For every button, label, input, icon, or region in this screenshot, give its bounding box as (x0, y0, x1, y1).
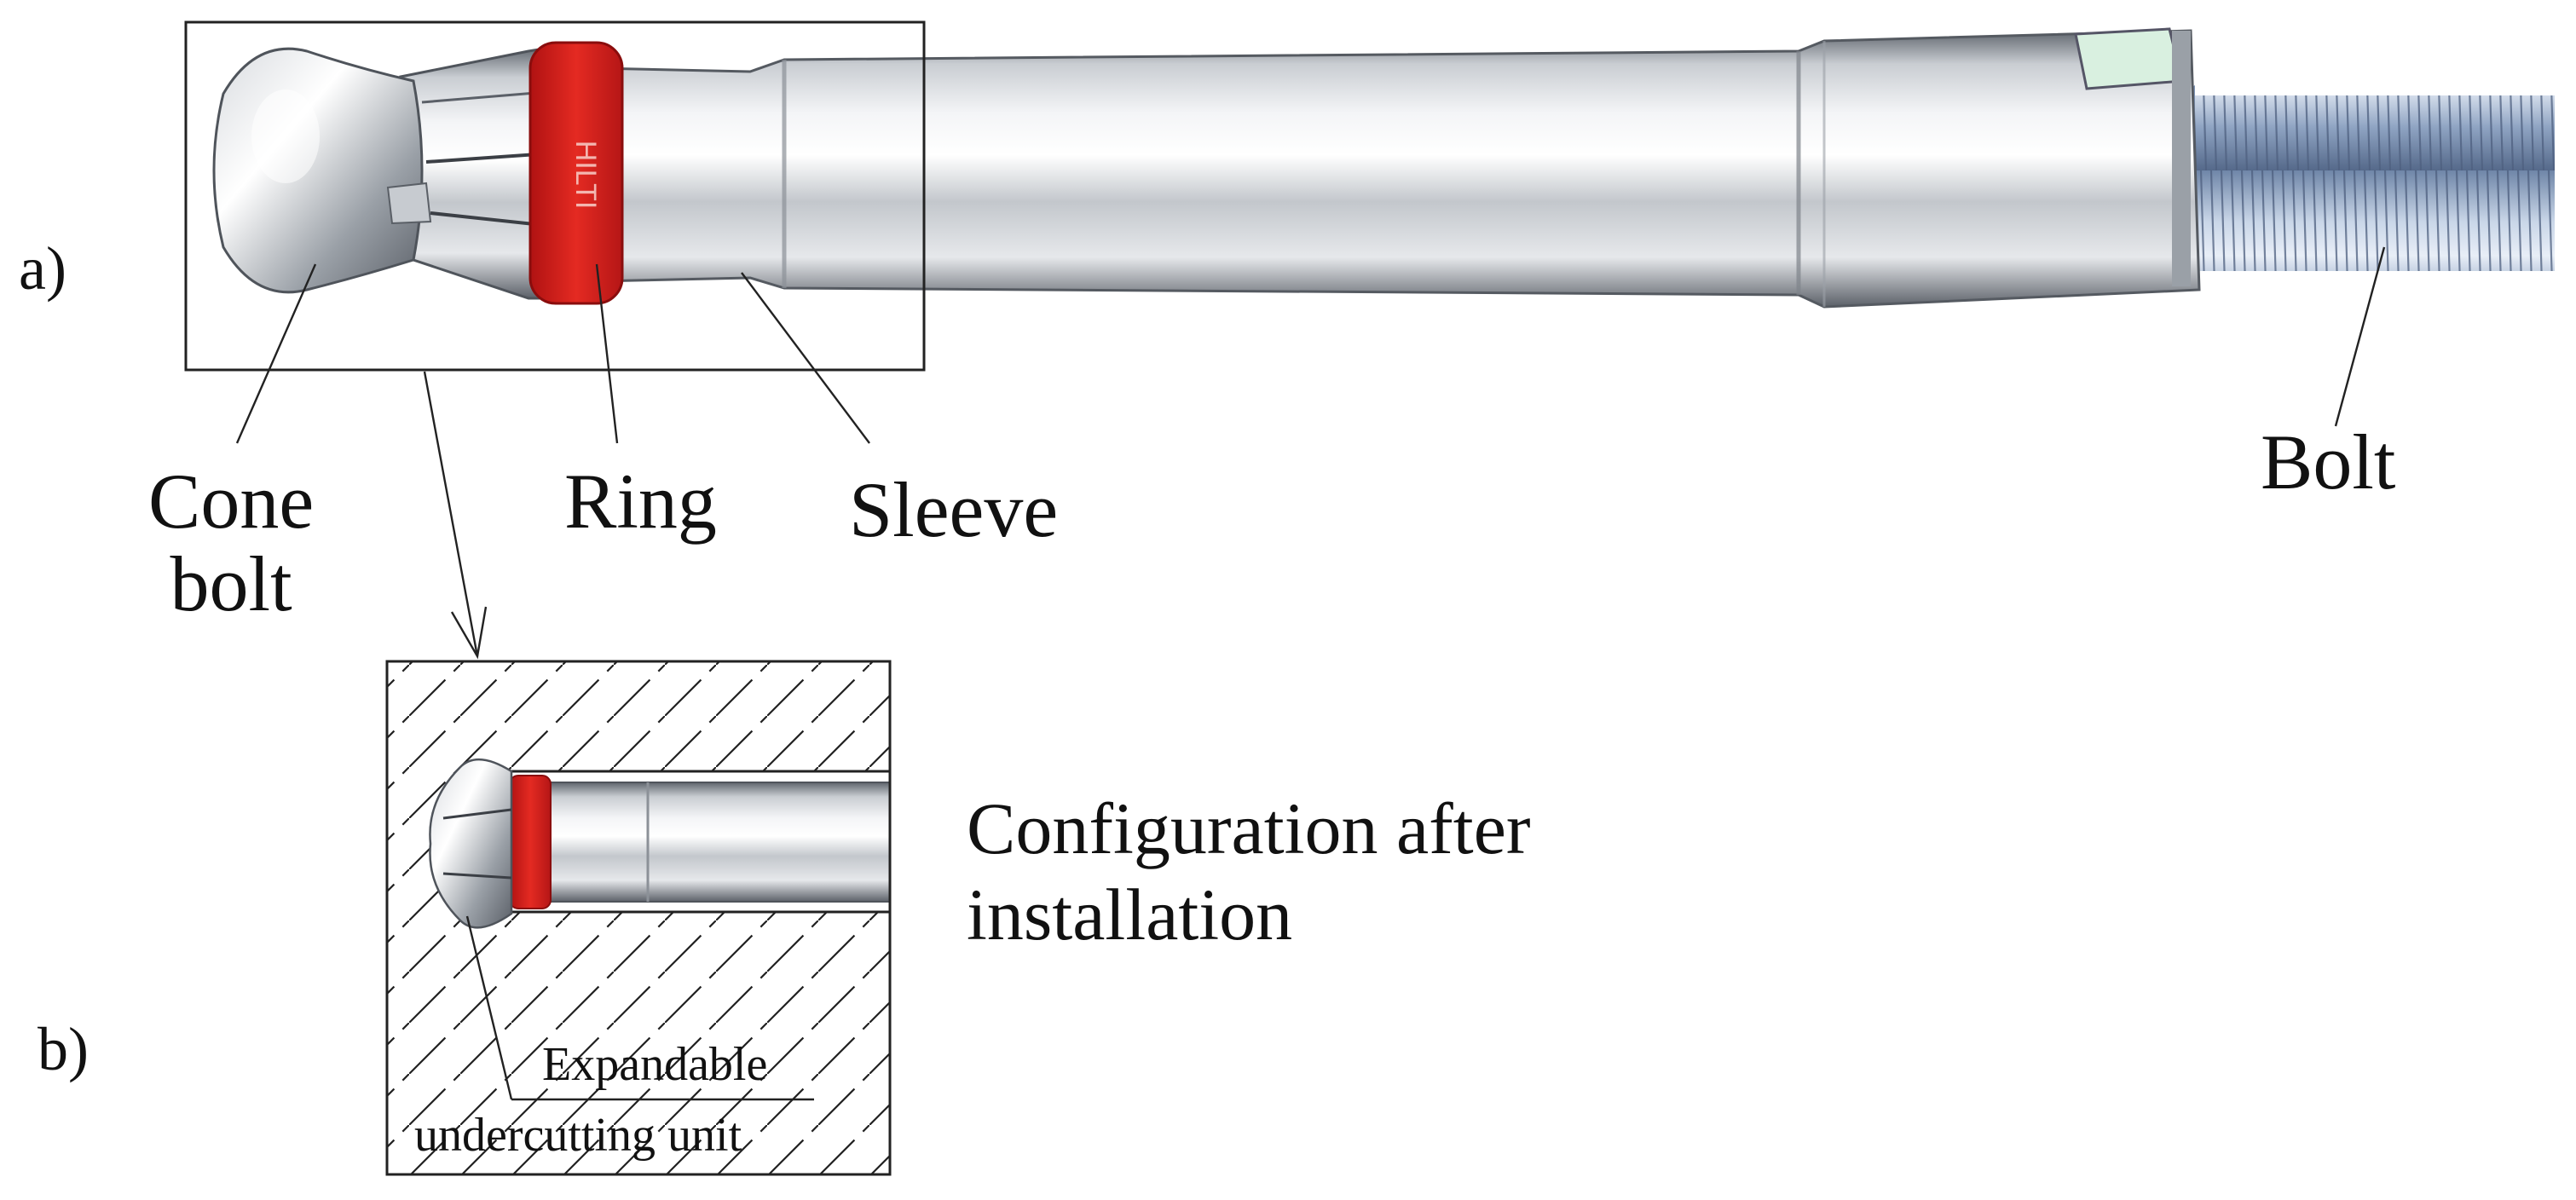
ring-label: Ring (564, 458, 717, 545)
cone-bolt-label-line2: bolt (170, 539, 292, 627)
callout-expandable: Expandable (542, 1038, 768, 1091)
callout-undercutting: undercutting unit (414, 1109, 742, 1162)
red-ring: HILTI (528, 41, 624, 305)
svg-text:HILTI: HILTI (569, 141, 602, 210)
inset-caption-line1: Configuration after (967, 788, 1531, 869)
bolt-label: Bolt (2261, 418, 2396, 505)
detail-frame (184, 20, 926, 372)
inset-caption: Configuration after installation (967, 786, 1531, 959)
threaded-bolt (2178, 85, 2555, 281)
cone-bolt-label-line1: Cone (148, 458, 315, 545)
sleeve (595, 27, 2201, 309)
panel-a-label: a) (19, 234, 66, 303)
inset-frame (385, 660, 892, 1176)
inset-caption-line2: installation (967, 874, 1293, 956)
inset-callout-line (465, 915, 814, 1101)
cone-bolt-label: Cone bolt (148, 460, 314, 625)
inset-installed (387, 661, 890, 1174)
cone-bolt-head (212, 47, 432, 294)
panel-b-label: b) (38, 1015, 89, 1083)
sleeve-label: Sleeve (849, 466, 1059, 553)
leader-lines (235, 246, 2386, 660)
